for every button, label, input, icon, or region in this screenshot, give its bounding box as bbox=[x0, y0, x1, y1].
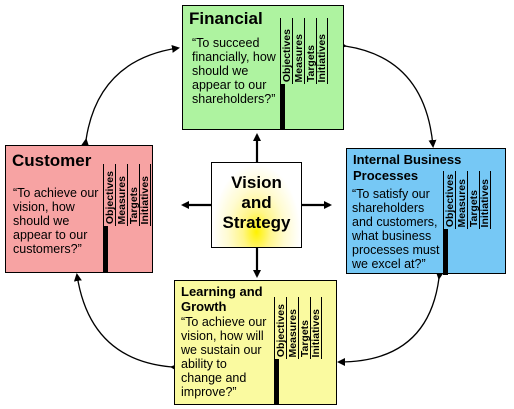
column-header-label: Measures bbox=[292, 33, 305, 82]
learning-cells bbox=[274, 359, 279, 405]
column-header-label: Targets bbox=[304, 44, 317, 82]
grid-cell bbox=[277, 386, 279, 396]
column-header-initiatives: Initiatives bbox=[316, 18, 328, 84]
learning-growth-box: Learning and Growth “To achieve our visi… bbox=[174, 280, 337, 405]
grid-cell bbox=[277, 359, 279, 369]
center-line-3: Strategy bbox=[222, 213, 291, 232]
internal-quote: “To satisfy our shareholders and custome… bbox=[352, 187, 440, 271]
internal-cells bbox=[443, 229, 448, 275]
column-header-targets: Targets bbox=[127, 164, 140, 226]
learning-title: Learning and Growth bbox=[181, 284, 263, 314]
column-header-label: Measures bbox=[286, 308, 299, 357]
arrow-learning-customer bbox=[73, 273, 179, 372]
column-header-objectives: Objectives bbox=[443, 171, 456, 229]
column-header-measures: Measures bbox=[115, 164, 128, 226]
grid-cell bbox=[283, 102, 285, 112]
column-header-label: Objectives bbox=[443, 173, 456, 227]
center-line-2: and bbox=[241, 193, 272, 212]
grid-cell bbox=[446, 247, 448, 257]
grid-cell bbox=[446, 265, 448, 275]
grid-cell bbox=[106, 262, 108, 272]
column-header-label: Objectives bbox=[274, 303, 287, 357]
column-header-measures: Measures bbox=[286, 297, 299, 359]
column-header-label: Objectives bbox=[103, 170, 116, 224]
grid-cell bbox=[283, 120, 285, 130]
financial-cells bbox=[280, 84, 285, 130]
column-header-initiatives: Initiatives bbox=[310, 297, 322, 359]
grid-cell bbox=[446, 238, 448, 248]
column-header-targets: Targets bbox=[467, 171, 480, 229]
column-header-label: Initiatives bbox=[310, 308, 322, 357]
financial-box: Financial “To succeed financially, how s… bbox=[182, 5, 344, 130]
grid-cell bbox=[446, 256, 448, 266]
column-header-targets: Targets bbox=[304, 18, 317, 84]
column-header-measures: Measures bbox=[292, 18, 305, 84]
customer-box: Customer “To achieve our vision, how sho… bbox=[5, 145, 153, 273]
grid-cell bbox=[283, 111, 285, 121]
grid-cell bbox=[446, 229, 448, 239]
grid-cell bbox=[283, 84, 285, 94]
grid-cell bbox=[277, 395, 279, 405]
customer-quote: “To achieve our vision, how should we ap… bbox=[13, 186, 99, 256]
arrow-financial-internal bbox=[338, 41, 437, 148]
financial-title: Financial bbox=[189, 9, 263, 28]
column-header-objectives: Objectives bbox=[274, 297, 287, 359]
column-header-label: Measures bbox=[115, 175, 128, 224]
column-header-initiatives: Initiatives bbox=[139, 164, 151, 226]
internal-business-box: Internal Business Processes “To satisfy … bbox=[346, 148, 506, 275]
grid-cell bbox=[106, 235, 108, 245]
column-header-label: Initiatives bbox=[316, 33, 328, 82]
column-header-label: Measures bbox=[455, 178, 468, 227]
financial-quote: “To succeed financially, how should we a… bbox=[192, 36, 276, 106]
column-header-label: Targets bbox=[298, 319, 311, 357]
column-header-objectives: Objectives bbox=[280, 18, 293, 84]
grid-cell bbox=[106, 226, 108, 236]
column-header-objectives: Objectives bbox=[103, 164, 116, 226]
arrow-customer-financial bbox=[81, 44, 180, 147]
grid-cell bbox=[277, 377, 279, 387]
column-header-measures: Measures bbox=[455, 171, 468, 229]
column-header-label: Initiatives bbox=[139, 175, 151, 224]
internal-title: Internal Business Processes bbox=[353, 152, 462, 183]
column-header-label: Targets bbox=[467, 189, 480, 227]
customer-title: Customer bbox=[12, 151, 92, 170]
learning-quote: “To achieve our vision, how will we sust… bbox=[181, 315, 267, 399]
grid-cell bbox=[106, 253, 108, 263]
arrow-internal-learning bbox=[337, 271, 444, 366]
grid-cell bbox=[106, 244, 108, 254]
column-header-initiatives: Initiatives bbox=[479, 171, 491, 229]
column-header-label: Initiatives bbox=[479, 178, 491, 227]
grid-cell bbox=[277, 368, 279, 378]
grid-cell bbox=[283, 93, 285, 103]
column-header-label: Objectives bbox=[280, 28, 293, 82]
customer-cells bbox=[103, 226, 108, 272]
center-line-1: Vision bbox=[231, 173, 282, 192]
column-header-targets: Targets bbox=[298, 297, 311, 359]
vision-strategy-box: Vision and Strategy bbox=[211, 162, 302, 248]
column-header-label: Targets bbox=[127, 186, 140, 224]
